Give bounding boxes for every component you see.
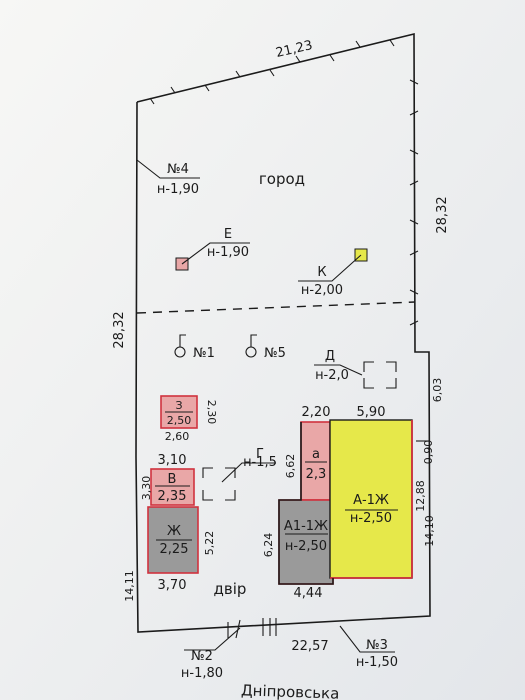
dim-right-mid: 6,03 bbox=[431, 378, 444, 403]
bld-z-elev: 2,50 bbox=[167, 414, 192, 427]
dim-left-lower: 14,11 bbox=[123, 570, 136, 602]
point-pK-num: К bbox=[317, 265, 326, 280]
street-name: Дніпровська bbox=[241, 681, 340, 700]
zone-yard-label: двір bbox=[214, 580, 247, 598]
building-v bbox=[150, 468, 195, 506]
garden-yard-divider bbox=[136, 301, 416, 314]
bld-z-w: 2,60 bbox=[165, 430, 190, 443]
bld-a-w: 2,20 bbox=[302, 405, 331, 420]
bld-a1-name: А1-1Ж bbox=[284, 519, 328, 534]
bld-a-h: 6,62 bbox=[284, 454, 297, 479]
building-main-house bbox=[329, 419, 413, 579]
point-pG-elev: н-1,5 bbox=[243, 455, 277, 470]
dim-right-small: 0,90 bbox=[422, 440, 435, 465]
dim-right-lower: 14,10 bbox=[423, 515, 436, 547]
dim-right-upper: 28,32 bbox=[435, 196, 450, 233]
point-p4-num: №4 bbox=[167, 162, 189, 177]
bld-main-elev: н-2,50 bbox=[350, 511, 392, 526]
plot-boundary bbox=[135, 32, 431, 639]
bld-b-w: 3,10 bbox=[158, 453, 187, 468]
bld-a1-w: 4,44 bbox=[294, 586, 323, 601]
bld-a-name: а bbox=[312, 447, 320, 462]
point-pD-elev: н-2,0 bbox=[315, 368, 349, 383]
bld-a-elev: 2,3 bbox=[306, 467, 327, 482]
bld-z-h: 2,30 bbox=[205, 400, 218, 425]
point-pG-num: Г bbox=[256, 447, 264, 462]
bld-zh-h: 5,22 bbox=[203, 531, 216, 556]
building-z bbox=[160, 395, 198, 429]
point-pK-elev: н-2,00 bbox=[301, 283, 343, 298]
building-a1 bbox=[278, 499, 334, 585]
point-p4-elev: н-1,90 bbox=[157, 182, 199, 197]
zone-garden-label: город bbox=[259, 170, 305, 188]
bld-a1-elev: н-2,50 bbox=[285, 539, 327, 554]
well-1-icon bbox=[174, 334, 186, 358]
bld-zh-name: Ж bbox=[167, 524, 181, 539]
bld-b-h: 3,30 bbox=[140, 476, 153, 501]
right-fence-ticks bbox=[409, 79, 419, 326]
bld-main-w: 5,90 bbox=[357, 405, 386, 420]
bld-zh-elev: 2,25 bbox=[160, 542, 189, 557]
leader-lines bbox=[136, 159, 430, 653]
structure-d-bracket bbox=[363, 361, 397, 389]
point-pE-elev: н-1,90 bbox=[207, 245, 249, 260]
structure-g-bracket bbox=[202, 467, 236, 501]
point-pD-num: Д bbox=[325, 349, 335, 364]
bld-a1-h: 6,24 bbox=[262, 533, 275, 558]
point-p2-elev: н-1,80 bbox=[181, 666, 223, 681]
well-5-label: №5 bbox=[264, 346, 286, 361]
gate-marks bbox=[227, 618, 277, 639]
house-outline bbox=[278, 422, 334, 585]
top-fence-ticks bbox=[149, 39, 395, 105]
building-zh bbox=[147, 506, 199, 574]
bld-zh-w: 3,70 bbox=[158, 578, 187, 593]
point-p2-num: №2 bbox=[191, 649, 213, 664]
bld-z-name: З bbox=[175, 399, 182, 412]
bld-main-h: 12,88 bbox=[414, 480, 427, 512]
well-1-label: №1 bbox=[193, 346, 215, 361]
bld-main-name: А-1Ж bbox=[353, 493, 389, 508]
dim-bottom: 22,57 bbox=[291, 639, 328, 654]
well-5-icon bbox=[245, 334, 257, 358]
bld-b-name: В bbox=[168, 472, 177, 487]
dim-left: 28,32 bbox=[112, 311, 127, 348]
bld-b-elev: 2,35 bbox=[158, 489, 187, 504]
point-pE-num: Е bbox=[224, 227, 232, 242]
point-p3-num: №3 bbox=[366, 638, 388, 653]
point-p3-elev: н-1,50 bbox=[356, 655, 398, 670]
